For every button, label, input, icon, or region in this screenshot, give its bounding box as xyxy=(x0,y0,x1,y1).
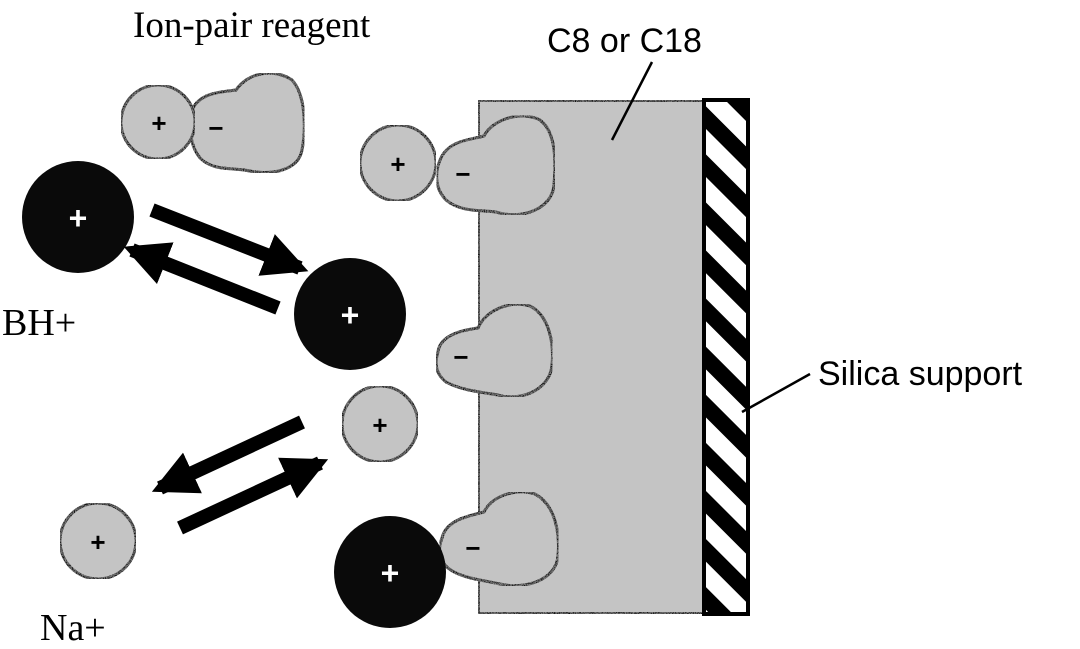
arrow-toward-mobile-phase xyxy=(151,415,305,495)
negative-sign: − xyxy=(455,159,470,189)
stationary-phase-leader-line xyxy=(610,61,654,141)
na-equilibrium-arrows xyxy=(151,415,329,535)
stationary-phase-label: C8 or C18 xyxy=(547,22,702,60)
silica-support-layer xyxy=(702,98,750,616)
positive-sign: + xyxy=(69,200,88,236)
arrow-toward-surface xyxy=(149,203,309,276)
paired-light-cation: + xyxy=(358,123,438,203)
positive-sign: + xyxy=(372,410,387,440)
free-ion-pair-reagent: + − xyxy=(119,71,306,174)
na-cation-near-surface: + xyxy=(340,384,420,464)
positive-sign: + xyxy=(341,297,360,333)
negative-sign: − xyxy=(453,342,468,372)
adsorbed-reagent-bottom: − xyxy=(438,490,560,588)
bh-cation-label: BH+ xyxy=(2,302,76,344)
negative-sign: − xyxy=(465,533,480,563)
positive-sign: + xyxy=(90,527,105,557)
bh-equilibrium-arrows xyxy=(123,203,309,315)
bh-cation-mobile: + xyxy=(22,161,134,273)
silica-support-label: Silica support xyxy=(818,355,1023,393)
reagent-counter-cation xyxy=(119,83,197,161)
positive-sign: + xyxy=(381,555,400,591)
na-cation-mobile: + xyxy=(58,501,138,581)
ion-pair-reagent-label: Ion-pair reagent xyxy=(133,5,371,46)
negative-sign: − xyxy=(208,113,223,143)
silica-support-leader-line xyxy=(741,372,811,414)
bh-cation-paired: + xyxy=(334,516,446,628)
positive-sign: + xyxy=(151,108,166,138)
positive-sign: + xyxy=(390,149,405,179)
na-cation-label: Na+ xyxy=(40,607,106,649)
arrow-toward-surface xyxy=(177,456,329,535)
bh-cation-near-surface: + xyxy=(294,258,406,370)
adsorbed-reagent-top: − xyxy=(435,114,557,217)
adsorbed-reagent-middle: − xyxy=(434,302,554,399)
arrow-toward-mobile-phase xyxy=(123,242,281,315)
